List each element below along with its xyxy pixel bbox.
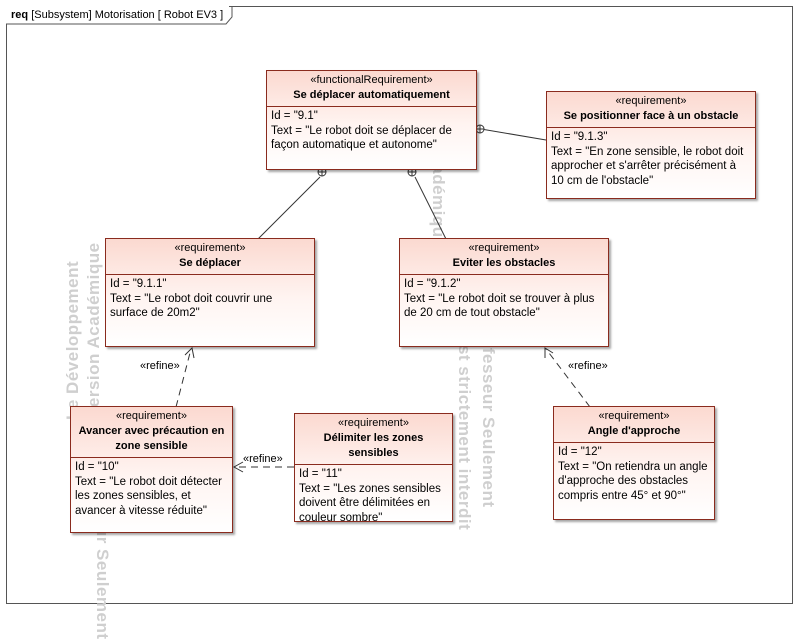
requirement-header: «requirement» Se positionner face à un o… [547,92,755,128]
refine-label-12-912: «refine» [568,360,608,372]
requirement-text: Text = "Le robot doit couvrir une surfac… [110,292,273,320]
refine-label-10-911: «refine» [140,360,180,372]
requirement-body: Id = "9.1.1" Text = "Le robot doit couvr… [106,275,314,323]
requirement-9-1[interactable]: «functionalRequirement» Se déplacer auto… [266,70,477,170]
requirement-name: Délimiter les zones sensibles [323,432,424,459]
stereotype-label: «requirement» [615,95,687,107]
requirement-id: Id = "12" [558,446,602,458]
requirement-body: Id = "11" Text = "Les zones sensibles do… [295,465,452,527]
refine-label-11-10: «refine» [243,453,283,465]
requirement-text: Text = "Le robot doit détecter les zones… [75,475,222,517]
requirement-id: Id = "10" [75,461,119,473]
frame-kind: req [11,9,29,21]
requirement-11[interactable]: «requirement» Délimiter les zones sensib… [294,413,453,524]
requirement-id: Id = "9.1" [271,110,318,122]
frame-title: [Subsystem] Motorisation [ Robot EV3 ] [31,9,224,21]
requirement-body: Id = "12" Text = "On retiendra un angle … [554,443,714,505]
requirement-name: Angle d'approche [587,425,681,437]
requirement-id: Id = "11" [299,468,342,480]
requirement-12[interactable]: «requirement» Angle d'approche Id = "12"… [553,406,715,520]
requirement-header: «requirement» Angle d'approche [554,407,714,443]
frame-tab-outline [6,6,233,25]
containment-icon-911 [317,167,327,177]
refine-arrow-10-911 [175,346,195,408]
requirement-id: Id = "9.1.3" [551,131,608,143]
requirement-text: Text = "Le robot doit se déplacer de faç… [271,124,452,152]
diagram-frame [6,6,793,604]
requirement-body: Id = "9.1" Text = "Le robot doit se dépl… [267,107,476,155]
requirement-header: «requirement» Se déplacer [106,239,314,275]
requirement-header: «requirement» Avancer avec précaution en… [71,407,232,458]
refine-arrow-11-10 [232,461,294,473]
requirement-body: Id = "9.1.3" Text = "En zone sensible, l… [547,128,755,190]
containment-line-913 [480,128,547,141]
frame-header: req [Subsystem] Motorisation [ Robot EV3… [6,6,230,24]
stereotype-label: «requirement» [338,417,409,429]
requirement-text: Text = "Le robot doit se trouver à plus … [404,292,595,320]
stereotype-label: «functionalRequirement» [310,74,433,86]
requirement-10[interactable]: «requirement» Avancer avec précaution en… [70,406,233,533]
requirement-name: Avancer avec précaution en zone sensible [78,425,225,452]
requirement-9-1-3[interactable]: «requirement» Se positionner face à un o… [546,91,756,199]
requirement-header: «functionalRequirement» Se déplacer auto… [267,71,476,107]
requirement-header: «requirement» Délimiter les zones sensib… [295,414,452,465]
stereotype-label: «requirement» [598,410,670,422]
requirement-text: Text = "On retiendra un angle d'approche… [558,460,708,502]
stereotype-label: «requirement» [116,410,187,422]
containment-line-912 [414,176,447,240]
requirement-name: Se positionner face à un obstacle [563,110,739,122]
requirement-id: Id = "9.1.1" [110,278,167,290]
stereotype-label: «requirement» [174,242,246,254]
requirement-name: Se déplacer automatiquement [293,89,450,101]
requirement-9-1-2[interactable]: «requirement» Eviter les obstacles Id = … [399,238,609,347]
containment-icon-913 [475,124,485,134]
containment-line-911 [257,176,321,240]
requirement-name: Eviter les obstacles [452,257,556,269]
requirement-body: Id = "10" Text = "Le robot doit détecter… [71,458,232,520]
requirement-text: Text = "En zone sensible, le robot doit … [551,145,744,187]
requirement-id: Id = "9.1.2" [404,278,461,290]
requirement-body: Id = "9.1.2" Text = "Le robot doit se tr… [400,275,608,323]
stereotype-label: «requirement» [468,242,540,254]
requirement-header: «requirement» Eviter les obstacles [400,239,608,275]
requirement-text: Text = "Les zones sensibles doivent être… [299,482,441,524]
requirement-9-1-1[interactable]: «requirement» Se déplacer Id = "9.1.1" T… [105,238,315,347]
refine-arrow-12-912 [544,347,591,408]
requirement-name: Se déplacer [179,257,241,269]
